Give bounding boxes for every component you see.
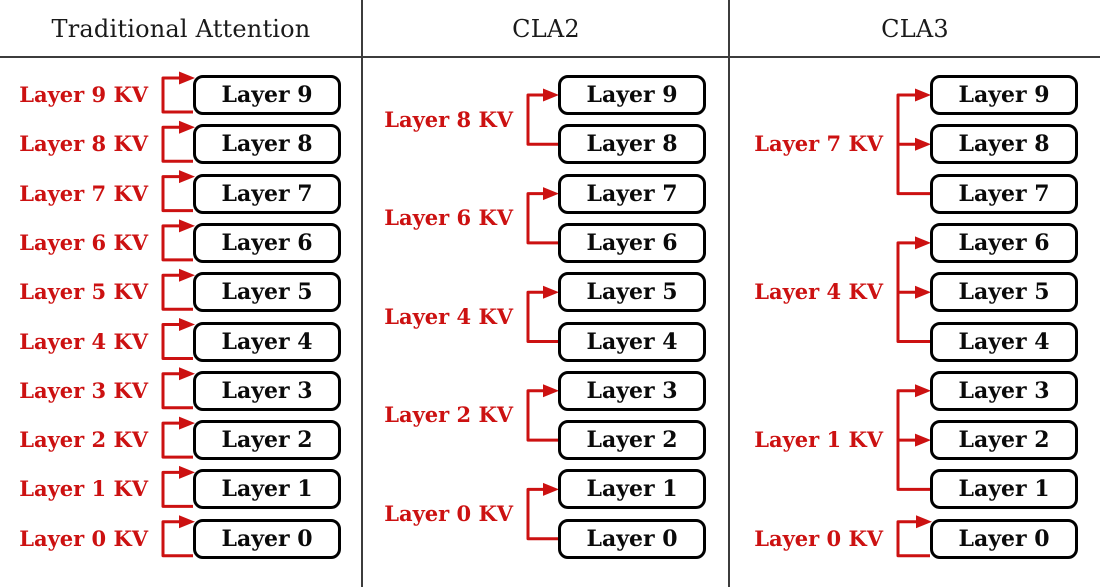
kv-connector-line (526, 93, 558, 146)
kv-connector-line (161, 125, 193, 163)
arrowhead-icon (543, 88, 559, 102)
kv-connector-line (161, 470, 193, 508)
column-divider (361, 0, 363, 587)
layer-box-cla3: Layer 5 (930, 272, 1078, 313)
layer-box-cla2: Layer 7 (558, 173, 706, 214)
kv-cache-label-traditional: Layer 2 KV (19, 427, 148, 453)
layer-box-traditional: Layer 5 (193, 272, 341, 313)
layer-box-cla2: Layer 1 (558, 469, 706, 510)
layer-box-cla3: Layer 9 (930, 75, 1078, 115)
kv-connector-line (161, 372, 193, 410)
kv-connector-line (161, 76, 193, 114)
kv-cache-label-traditional: Layer 9 KV (19, 82, 148, 107)
kv-cache-label-traditional: Layer 1 KV (19, 476, 148, 502)
layer-box-traditional: Layer 7 (193, 173, 341, 214)
kv-cache-label-traditional: Layer 6 KV (19, 229, 148, 255)
layer-box-cla2: Layer 4 (558, 321, 706, 362)
kv-connector-line (161, 520, 193, 558)
column-header-cla2: CLA2 (512, 14, 580, 43)
kv-cache-label-cla2: Layer 8 KV (384, 106, 513, 132)
kv-connector-line (526, 487, 558, 541)
arrowhead-icon (543, 482, 559, 496)
layer-box-traditional: Layer 0 (193, 518, 341, 559)
arrowhead-icon (915, 433, 931, 447)
kv-connector-line (161, 175, 193, 213)
layer-box-cla2: Layer 9 (558, 75, 706, 115)
kv-cache-label-cla3: Layer 4 KV (754, 279, 883, 305)
arrowhead-icon (915, 384, 931, 398)
kv-cache-label-cla3: Layer 7 KV (754, 131, 883, 157)
kv-cache-label-cla2: Layer 4 KV (384, 303, 513, 329)
arrowhead-icon (915, 88, 931, 102)
kv-connector-line (161, 323, 193, 360)
kv-connector-line (526, 192, 558, 245)
layer-box-cla3: Layer 2 (930, 420, 1078, 461)
layer-box-traditional: Layer 6 (193, 222, 341, 263)
layer-box-cla3: Layer 0 (930, 518, 1078, 559)
kv-connector-line (896, 389, 930, 491)
kv-cache-label-traditional: Layer 7 KV (19, 180, 148, 206)
kv-cache-label-cla2: Layer 0 KV (384, 501, 513, 527)
kv-cache-label-traditional: Layer 3 KV (19, 377, 148, 403)
layer-box-cla3: Layer 3 (930, 370, 1078, 411)
layer-box-cla3: Layer 8 (930, 124, 1078, 165)
header-divider (0, 56, 1100, 58)
kv-connector-line (896, 93, 930, 196)
column-divider (728, 0, 730, 587)
layer-box-traditional: Layer 2 (193, 420, 341, 461)
kv-cache-label-traditional: Layer 5 KV (19, 279, 148, 305)
kv-connector-line (896, 241, 930, 343)
layer-box-traditional: Layer 8 (193, 124, 341, 165)
layer-box-traditional: Layer 1 (193, 469, 341, 510)
kv-cache-label-cla3: Layer 0 KV (754, 525, 883, 551)
kv-connector-line (161, 224, 193, 262)
layer-box-cla3: Layer 7 (930, 173, 1078, 214)
arrowhead-icon (915, 137, 931, 151)
kv-cache-label-traditional: Layer 0 KV (19, 525, 148, 551)
kv-cache-label-cla2: Layer 6 KV (384, 205, 513, 231)
arrowhead-icon (915, 236, 931, 250)
layer-box-cla2: Layer 2 (558, 420, 706, 461)
kv-connector-line (526, 290, 558, 343)
layer-box-traditional: Layer 3 (193, 370, 341, 411)
kv-connector-line (896, 520, 930, 558)
column-header-cla3: CLA3 (881, 14, 949, 43)
column-header-traditional: Traditional Attention (51, 14, 311, 43)
kv-cache-label-cla2: Layer 2 KV (384, 402, 513, 428)
layer-box-cla2: Layer 5 (558, 272, 706, 313)
layer-box-traditional: Layer 4 (193, 321, 341, 362)
kv-cache-label-traditional: Layer 4 KV (19, 328, 148, 354)
layer-box-cla3: Layer 1 (930, 469, 1078, 510)
kv-connector-line (161, 421, 193, 459)
arrowhead-icon (543, 384, 559, 398)
arrowhead-icon (915, 285, 931, 299)
layer-box-cla2: Layer 8 (558, 124, 706, 165)
kv-cache-label-cla3: Layer 1 KV (754, 427, 883, 453)
kv-cache-label-traditional: Layer 8 KV (19, 131, 148, 157)
layer-box-cla3: Layer 6 (930, 222, 1078, 263)
layer-box-cla2: Layer 6 (558, 222, 706, 263)
layer-box-cla2: Layer 0 (558, 518, 706, 559)
kv-connector-line (526, 389, 558, 442)
arrowhead-icon (543, 187, 559, 201)
layer-box-cla3: Layer 4 (930, 321, 1078, 362)
layer-box-traditional: Layer 9 (193, 75, 341, 115)
layer-box-cla2: Layer 3 (558, 370, 706, 411)
arrowhead-icon (543, 285, 559, 299)
kv-connector-line (161, 273, 193, 311)
